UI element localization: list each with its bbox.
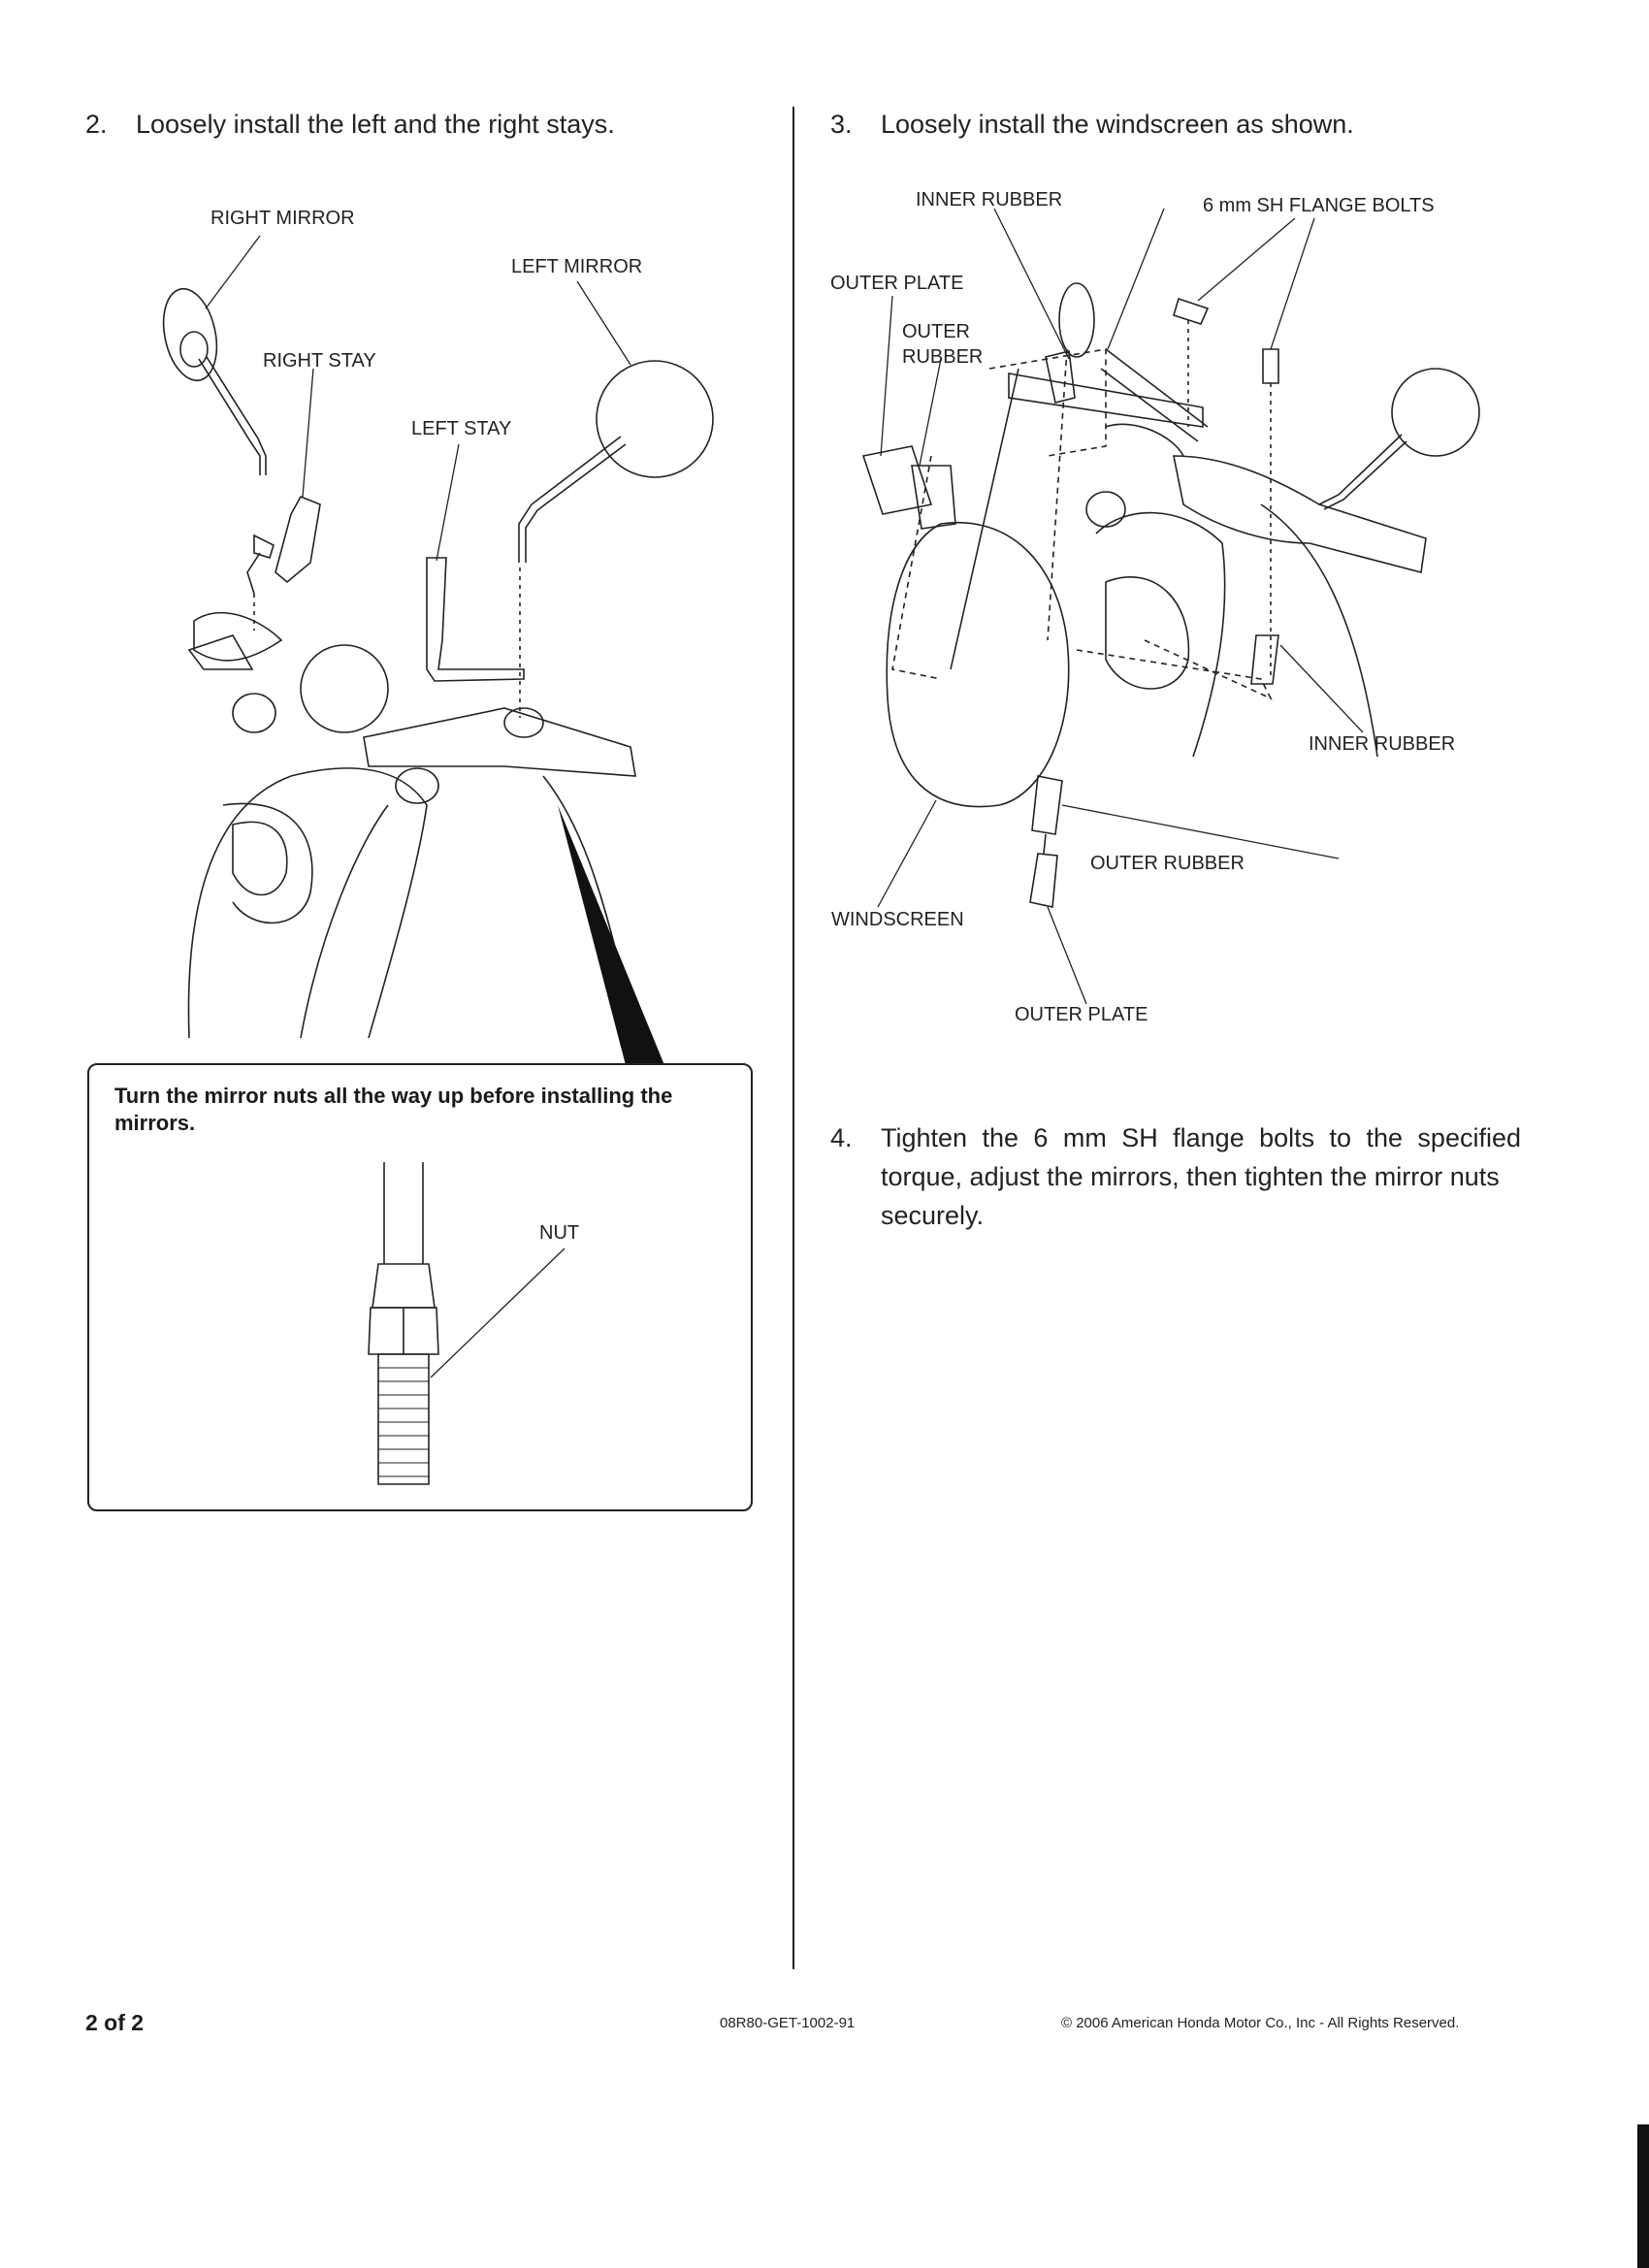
label-inner-rubber-right: INNER RUBBER (1309, 733, 1456, 755)
step-3: 3. Loosely install the windscreen as sho… (830, 105, 1509, 144)
label-windscreen: WINDSCREEN (831, 909, 964, 930)
footer-doc-code: 08R80-GET-1002-91 (720, 2015, 856, 2031)
inner-rubber-right (1251, 635, 1278, 684)
label-right-mirror: RIGHT MIRROR (210, 208, 355, 229)
right-mirror-shape (156, 284, 225, 386)
footer-page-number: 2 of 2 (85, 2010, 145, 2035)
column-divider (792, 107, 794, 1969)
scooter-mirror-diagram (0, 0, 815, 1065)
step-4: 4. Tighten the 6 mm SH flange bolts to t… (830, 1118, 1529, 1245)
step-2-number: 2. (85, 110, 108, 139)
label-flange-bolts: 6 mm SH FLANGE BOLTS (1203, 195, 1435, 216)
nut-diagram (89, 1065, 755, 1513)
figure-left (0, 0, 815, 1067)
label-left-stay: LEFT STAY (411, 418, 512, 439)
label-left-mirror: LEFT MIRROR (511, 256, 643, 277)
label-outer-rubber-top-line1: OUTER (902, 321, 970, 342)
label-nut: NUT (539, 1222, 580, 1244)
bolt-top (1174, 299, 1208, 324)
nut-hex (369, 1308, 438, 1354)
step-4-line-3: securely. (881, 1201, 985, 1230)
step-4-number: 4. (830, 1123, 853, 1152)
step-2: 2. Loosely install the left and the righ… (85, 105, 764, 144)
bolt-right (1263, 349, 1278, 383)
step-4-text: Tighten the 6 mm SH flange bolts to the … (881, 1118, 1521, 1235)
label-right-stay: RIGHT STAY (263, 350, 376, 372)
figure-right (815, 0, 1630, 1067)
label-inner-rubber-top: INNER RUBBER (916, 189, 1063, 211)
label-outer-plate-bottom: OUTER PLATE (1015, 1004, 1148, 1025)
outer-plate-top (863, 446, 931, 514)
outer-rubber-bottom (1032, 776, 1062, 834)
left-stay-shape (427, 558, 524, 681)
step-3-text: Loosely install the windscreen as shown. (881, 110, 1354, 139)
nut-thread (378, 1354, 429, 1484)
step-3-number: 3. (830, 110, 853, 139)
label-outer-rubber-top-line2: RUBBER (902, 346, 984, 368)
mirror-nut-callout: Turn the mirror nuts all the way up befo… (87, 1063, 753, 1511)
step-2-text: Loosely install the left and the right s… (136, 110, 615, 139)
label-outer-plate-top: OUTER PLATE (830, 273, 964, 294)
outer-plate-bottom (1030, 854, 1057, 907)
windscreen-diagram (815, 0, 1630, 1067)
step-4-line-1: Tighten the 6 mm SH flange bolts to the … (881, 1123, 1521, 1152)
left-mirror-shape (597, 361, 713, 477)
callout-pointer (558, 805, 664, 1065)
nut-cone (372, 1264, 435, 1308)
label-outer-rubber-bottom: OUTER RUBBER (1090, 853, 1245, 874)
windscreen-shape (887, 523, 1068, 807)
scan-edge-mark (1637, 2124, 1649, 2268)
step-4-line-2: torque, adjust the mirrors, then tighten… (881, 1162, 1500, 1191)
right-stay-shape (275, 497, 320, 582)
footer-copyright: © 2006 American Honda Motor Co., Inc - A… (1061, 2015, 1460, 2031)
callout-text: Turn the mirror nuts all the way up befo… (114, 1084, 673, 1135)
